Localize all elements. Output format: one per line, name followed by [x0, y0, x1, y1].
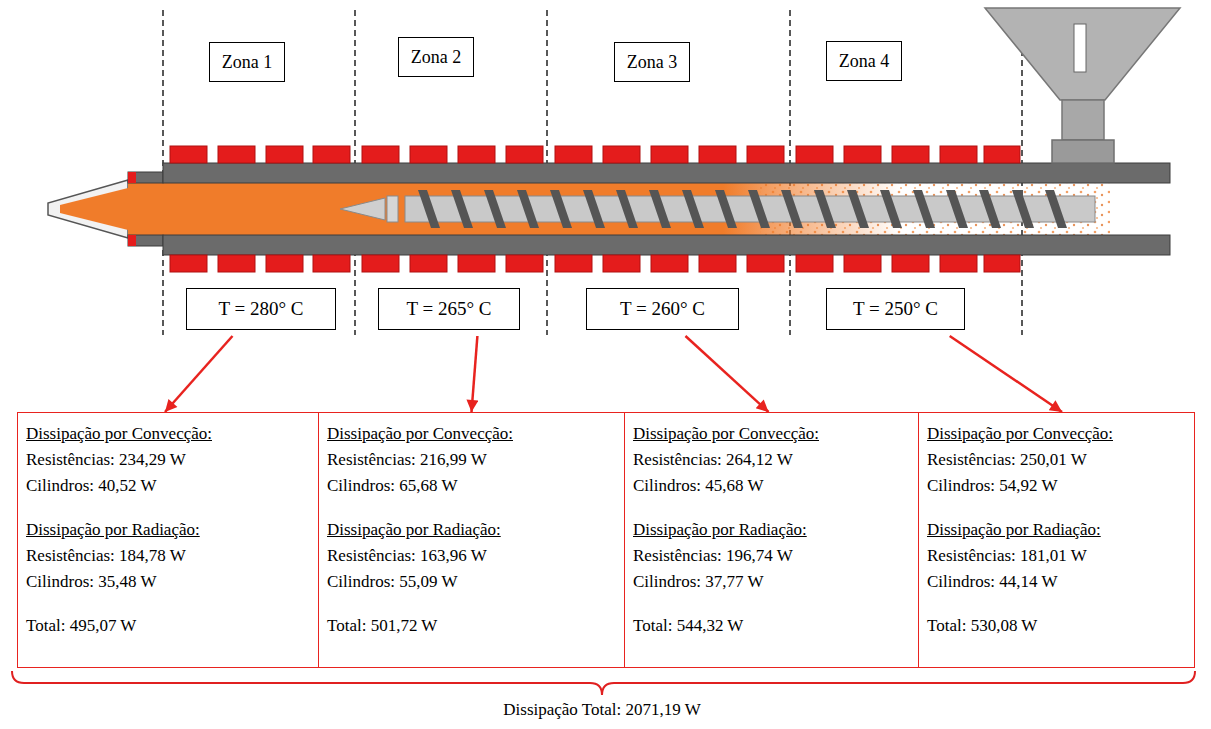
dissipation-box: Dissipação por Convecção:Resistências: 2…: [624, 412, 919, 668]
screw-flights: [418, 190, 1078, 228]
zone-label-box: Zona 1: [209, 42, 285, 82]
dissipation-line: Dissipação por Convecção:: [26, 421, 312, 447]
nozzle-melt: [60, 188, 128, 230]
zone-label: Zona 1: [222, 52, 272, 73]
pointer-arrow: [685, 336, 768, 412]
dissipation-line: Cilindros: 40,52 W: [26, 473, 312, 499]
hopper-window: [1074, 24, 1086, 72]
zone-label: Zona 3: [627, 52, 677, 73]
dissipation-line: Dissipação por Convecção:: [327, 421, 618, 447]
dissipation-line: Total: 501,72 W: [327, 613, 618, 639]
zone-label-box: Zona 2: [398, 37, 474, 77]
dissipation-line: Dissipação por Convecção:: [927, 421, 1188, 447]
total-label: Dissipação Total: 2071,19 W: [500, 700, 703, 720]
dissipation-line: Resistências: 216,99 W: [327, 447, 618, 473]
pointer-arrow: [165, 336, 233, 412]
dissipation-line: Total: 544,32 W: [633, 613, 912, 639]
temperature-value: T = 280° C: [219, 298, 304, 320]
temperature-box: T = 265° C: [378, 288, 520, 330]
temperature-value: T = 260° C: [620, 298, 705, 320]
barrel-wall: [163, 163, 1170, 183]
dissipation-line: Cilindros: 45,68 W: [633, 473, 912, 499]
dissipation-line: Dissipação por Radiação:: [927, 517, 1188, 543]
hopper: [985, 8, 1180, 100]
hopper-neck: [1062, 100, 1104, 140]
temperature-value: T = 250° C: [853, 298, 938, 320]
dissipation-line: Dissipação por Radiação:: [327, 517, 618, 543]
dissipation-line: Resistências: 264,12 W: [633, 447, 912, 473]
temperature-box: T = 250° C: [826, 288, 965, 330]
dissipation-line: Total: 530,08 W: [927, 613, 1188, 639]
dissipation-line: Cilindros: 37,77 W: [633, 569, 912, 595]
temperature-value: T = 265° C: [407, 298, 492, 320]
dissipation-box: Dissipação por Convecção:Resistências: 2…: [17, 412, 319, 668]
dissipation-line: Cilindros: 54,92 W: [927, 473, 1188, 499]
pointer-arrow: [472, 336, 478, 412]
nozzle: [48, 180, 128, 238]
dissipation-line: Resistências: 163,96 W: [327, 543, 618, 569]
dissipation-line: Resistências: 234,29 W: [26, 447, 312, 473]
barrel-wall: [163, 235, 1170, 255]
zone-label: Zona 4: [839, 51, 889, 72]
hopper-throat: [1052, 140, 1114, 163]
dissipation-line: Resistências: 181,01 W: [927, 543, 1188, 569]
dissipation-box: Dissipação por Convecção:Resistências: 2…: [318, 412, 625, 668]
zone-label: Zona 2: [411, 47, 461, 68]
dissipation-line: Cilindros: 65,68 W: [327, 473, 618, 499]
dissipation-line: Cilindros: 44,14 W: [927, 569, 1188, 595]
screw-tip: [340, 198, 385, 220]
zone-label-box: Zona 3: [614, 42, 690, 82]
dissipation-line: Dissipação por Radiação:: [26, 517, 312, 543]
dissipation-line: Cilindros: 55,09 W: [327, 569, 618, 595]
dissipation-line: Cilindros: 35,48 W: [26, 569, 312, 595]
dissipation-line: Resistências: 250,01 W: [927, 447, 1188, 473]
heater-band: [170, 146, 1020, 272]
dissipation-line: Dissipação por Convecção:: [633, 421, 912, 447]
temperature-box: T = 260° C: [586, 288, 739, 330]
dissipation-line: Dissipação por Radiação:: [633, 517, 912, 543]
zone-label-box: Zona 4: [826, 41, 902, 81]
dissipation-box: Dissipação por Convecção:Resistências: 2…: [918, 412, 1195, 668]
pointer-arrow: [950, 336, 1062, 412]
dissipation-line: Resistências: 196,74 W: [633, 543, 912, 569]
temperature-box: T = 280° C: [186, 288, 336, 330]
dissipation-line: Total: 495,07 W: [26, 613, 312, 639]
check-ring: [387, 196, 398, 222]
total-bracket: [12, 671, 1195, 695]
dissipation-line: Resistências: 184,78 W: [26, 543, 312, 569]
